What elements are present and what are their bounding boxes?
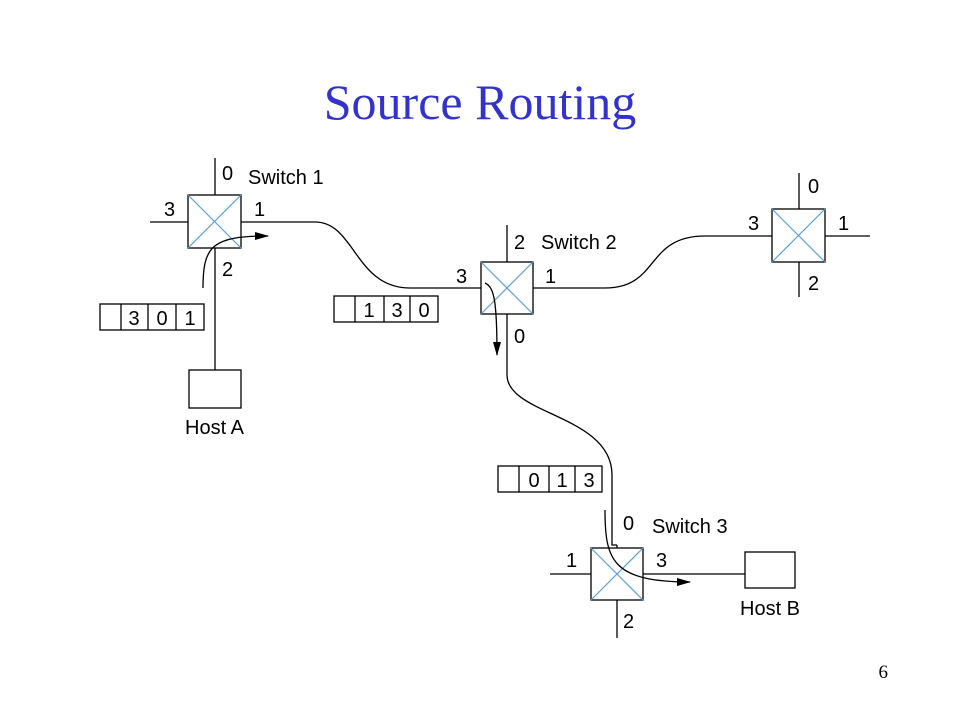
packet-header-2-cell: 3 bbox=[391, 300, 402, 322]
switch-2: Switch 2 2 3 1 0 bbox=[440, 225, 617, 355]
host-b: Host B bbox=[740, 551, 800, 620]
packet-header-3: 0 1 3 bbox=[497, 465, 603, 493]
packet-header-2-cell: 1 bbox=[363, 300, 374, 322]
path-arrow-switch2 bbox=[484, 282, 501, 356]
switch-2-port-left: 3 bbox=[456, 266, 467, 288]
switch-3-label: Switch 3 bbox=[652, 516, 728, 538]
host-a-box bbox=[188, 369, 242, 409]
host-a: Host A bbox=[185, 369, 245, 439]
switch-1-port-bottom: 2 bbox=[222, 259, 233, 281]
switch-1-port-top: 0 bbox=[222, 163, 233, 185]
page-number: 6 bbox=[878, 662, 889, 683]
switch-2-port-bottom: 0 bbox=[514, 326, 525, 348]
switch-1-label: Switch 1 bbox=[248, 167, 324, 189]
switch-3-port-bottom: 2 bbox=[623, 611, 634, 633]
switch-1-port-left: 3 bbox=[164, 199, 175, 221]
switch-3: Switch 3 0 1 3 2 bbox=[550, 513, 745, 638]
packet-header-2: 1 3 0 bbox=[333, 295, 439, 323]
switch-4-port-right: 1 bbox=[838, 213, 849, 235]
switch-2-port-right: 1 bbox=[545, 266, 556, 288]
packet-header-3-cell: 1 bbox=[556, 470, 567, 492]
switch-3-port-left: 1 bbox=[566, 550, 577, 572]
switch-4: 0 3 1 2 bbox=[735, 173, 870, 297]
packet-header-1-cell: 3 bbox=[128, 308, 139, 330]
path-arrow-switch3 bbox=[604, 509, 691, 586]
packet-header-1-cell: 0 bbox=[156, 308, 167, 330]
switch-3-port-top: 0 bbox=[623, 513, 634, 535]
switch-4-port-left: 3 bbox=[748, 213, 759, 235]
packet-header-2-cell: 0 bbox=[418, 300, 429, 322]
host-a-label: Host A bbox=[185, 417, 245, 439]
switch-2-label: Switch 2 bbox=[541, 232, 617, 254]
host-b-label: Host B bbox=[740, 598, 800, 620]
packet-header-1-cell: 1 bbox=[184, 308, 195, 330]
switch-1-port-right: 1 bbox=[254, 199, 265, 221]
switch-2-port-top: 2 bbox=[514, 232, 525, 254]
link-switch2-switch4 bbox=[604, 235, 735, 289]
switch-3-port-right: 3 bbox=[656, 550, 667, 572]
packet-header-1: 3 0 1 bbox=[99, 303, 205, 331]
slide-title: Source Routing bbox=[323, 74, 637, 130]
packet-header-3-cell: 0 bbox=[528, 470, 539, 492]
link-switch2-switch3 bbox=[506, 355, 617, 546]
packet-header-3-cell: 3 bbox=[583, 470, 594, 492]
switch-4-port-top: 0 bbox=[808, 176, 819, 198]
switch-4-port-bottom: 2 bbox=[808, 273, 819, 295]
link-switch1-switch2 bbox=[295, 221, 440, 289]
host-b-box bbox=[744, 551, 796, 589]
switch-1: Switch 1 0 3 1 2 bbox=[150, 158, 324, 370]
path-arrow-switch1 bbox=[202, 232, 269, 289]
